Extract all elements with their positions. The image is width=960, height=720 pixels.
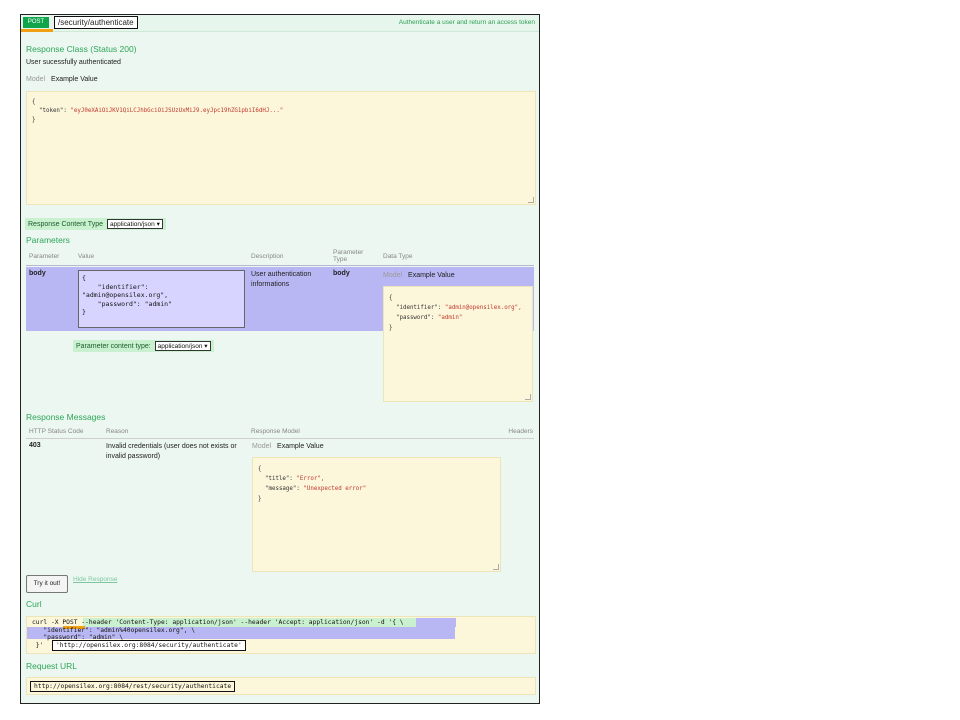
request-url-box: http://opensilex.org:8084/rest/security/… (26, 677, 536, 695)
col-reason: Reason (106, 428, 129, 435)
curl-box[interactable]: curl -X POST --header 'Content-Type: app… (26, 616, 536, 654)
example-value-tab[interactable]: Example Value (277, 443, 324, 450)
method-underline (21, 29, 53, 32)
selected-value: application/json (109, 221, 155, 228)
request-url-title: Request URL (26, 661, 78, 671)
json-close: } (32, 117, 36, 123)
col-headers: Headers (508, 428, 533, 435)
parameters-title: Parameters (26, 235, 70, 245)
example-value-tab[interactable]: Example Value (51, 76, 98, 83)
param-data-type-tabs: Model Example Value (383, 272, 459, 279)
chevron-down-icon: ▾ (156, 221, 160, 228)
json-value: "admin" (437, 315, 463, 321)
json-value: "Error", (296, 476, 325, 482)
curl-cmd: curl (32, 619, 48, 626)
json-open: { (389, 295, 393, 301)
curl-line-3: "password": "admin" \ (32, 634, 123, 641)
response-content-type: Response Content Type application/json ▾ (25, 218, 166, 230)
method-underline (63, 626, 85, 629)
response-content-type-label: Response Content Type (28, 221, 103, 228)
curl-method: POST (62, 619, 78, 626)
col-response-model: Response Model (251, 428, 300, 435)
resize-handle[interactable] (528, 197, 534, 203)
curl-flag: -X (50, 619, 59, 626)
json-key: "title": (264, 476, 293, 482)
curl-highlight-green (83, 618, 455, 627)
endpoint-path[interactable]: /security/authenticate (54, 16, 138, 29)
chevron-down-icon: ▾ (204, 343, 208, 350)
model-tab[interactable]: Model (26, 76, 46, 83)
col-status-code: HTTP Status Code (29, 428, 84, 435)
operation-summary[interactable]: Authenticate a user and return an access… (398, 19, 535, 26)
curl-data-flag: -d '{ \ (377, 619, 404, 626)
response-class-description: User sucessfully authenticated (26, 59, 121, 66)
status-code: 403 (29, 442, 41, 449)
response-content-type-select[interactable]: application/json ▾ (106, 219, 163, 229)
col-description: Description (251, 253, 284, 260)
parameter-content-type: Parameter content type: application/json… (73, 340, 214, 352)
table-divider (26, 265, 534, 266)
curl-line-2: "identifier": "admin%40opensilex.org", \ (32, 627, 196, 634)
param-type: body (333, 270, 350, 277)
col-value: Value (78, 253, 95, 260)
selected-value: application/json (157, 343, 203, 350)
body-textarea[interactable]: { "identifier": "admin@opensilex.org", "… (78, 270, 245, 328)
col-parameter: Parameter (29, 253, 60, 260)
response-messages-title: Response Messages (26, 412, 106, 422)
curl-highlight-body (27, 627, 455, 639)
example-value-tab[interactable]: Example Value (408, 272, 455, 279)
status-reason: Invalid credentials (user does not exist… (106, 443, 237, 460)
json-value: "Unexpected error" (303, 486, 367, 492)
response-class-title: Response Class (Status 200) (26, 44, 137, 54)
model-tab[interactable]: Model (252, 443, 272, 450)
param-description: User authentication informations (251, 271, 312, 288)
curl-line-4: }' (32, 642, 44, 649)
curl-title: Curl (26, 599, 42, 609)
curl-line-1: curl -X POST --header 'Content-Type: app… (32, 619, 404, 626)
json-open: { (258, 466, 262, 472)
json-close: } (389, 325, 393, 331)
resize-handle[interactable] (525, 394, 531, 400)
hide-response-link[interactable]: Hide Response (73, 576, 118, 583)
curl-headers: --header 'Content-Type: application/json… (81, 619, 374, 626)
parameter-content-type-label: Parameter content type: (76, 343, 151, 350)
parameter-content-type-select[interactable]: application/json ▾ (154, 341, 211, 351)
response-class-tabs: Model Example Value (26, 76, 102, 83)
request-url[interactable]: http://opensilex.org:8084/rest/security/… (30, 681, 236, 692)
col-data-type: Data Type (383, 253, 413, 260)
resize-handle[interactable] (493, 564, 499, 570)
col-parameter-type: Parameter Type (333, 249, 364, 263)
response-example-box[interactable]: { "token": "eyJ0eXAiOiJKV1QiLCJhbGciOiJS… (26, 91, 536, 205)
response-model-tabs: Model Example Value (252, 443, 328, 450)
param-name: body (29, 270, 46, 277)
json-value: "admin@opensilex.org", (444, 305, 522, 311)
method-badge[interactable]: POST (23, 17, 49, 28)
param-example-box[interactable]: { "identifier": "admin@opensilex.org", "… (383, 286, 533, 402)
model-tab[interactable]: Model (383, 272, 403, 279)
json-open: { (32, 99, 36, 105)
json-key: "message": (264, 486, 300, 492)
curl-url[interactable]: 'http://opensilex.org:8084/security/auth… (52, 640, 246, 651)
operation-panel: POST /security/authenticate Authenticate… (20, 14, 540, 704)
json-key: "identifier": (395, 305, 442, 311)
error-example-box[interactable]: { "title": "Error", "message": "Unexpect… (252, 457, 501, 572)
operation-header[interactable]: POST /security/authenticate Authenticate… (21, 15, 539, 32)
table-divider (26, 438, 534, 439)
json-value: "eyJ0eXAiOiJKV1QiLCJhbGciOiJSUzUxMiJ9.ey… (70, 108, 284, 114)
try-it-out-button[interactable]: Try it out! (26, 575, 68, 593)
json-key: "password": (395, 315, 435, 321)
json-key: "token": (38, 108, 67, 114)
json-close: } (258, 496, 262, 502)
curl-highlight-data (416, 618, 456, 627)
